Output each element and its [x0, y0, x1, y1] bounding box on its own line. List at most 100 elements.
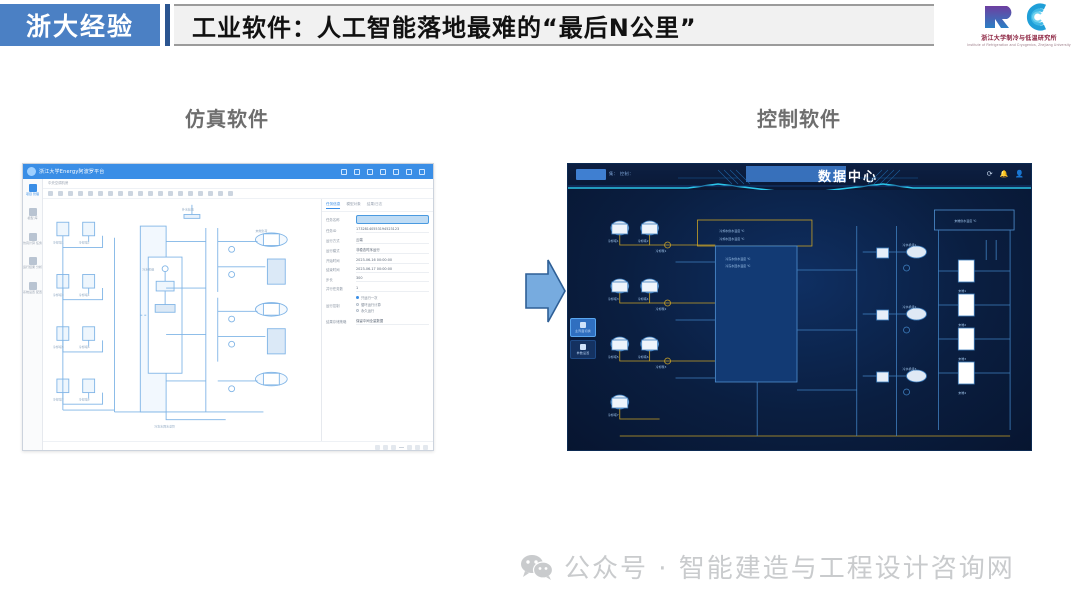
task-id-value: 17328140553194523123	[356, 227, 429, 234]
align-right-icon[interactable]	[148, 191, 153, 196]
line-tool-icon[interactable]	[58, 191, 63, 196]
select-tool-icon[interactable]	[48, 191, 53, 196]
svg-text:冷冻水供水温度 ℃: 冷冻水供水温度 ℃	[725, 256, 751, 261]
parallel-count-input[interactable]: 1	[356, 286, 429, 292]
footer-text: 公众号 · 智能建造与工程设计咨询网	[564, 554, 1015, 584]
grid-toggle-icon[interactable]	[208, 191, 213, 196]
sidebar-item-project[interactable]: 项目 管理	[23, 184, 42, 196]
svg-text:冷冻水回水温度 ℃: 冷冻水回水温度 ℃	[725, 263, 751, 268]
run-mode-value[interactable]: 云端	[356, 237, 429, 244]
start-time-input[interactable]: 2023-06-16 00:00:00	[356, 258, 429, 264]
zoom-level[interactable]	[407, 444, 412, 450]
lock-icon[interactable]	[178, 191, 183, 196]
header-badge-label: 浙大经验	[25, 12, 134, 41]
user-icon[interactable]: 👤	[1015, 170, 1024, 178]
radio-label: 只运行一次	[361, 296, 378, 301]
radio-run-once[interactable]: 只运行一次	[356, 295, 429, 300]
shape-tool-icon[interactable]	[78, 191, 83, 196]
svg-text:冷却塔2: 冷却塔2	[79, 240, 90, 245]
storage-policy-select[interactable]: 保留中间全量数据	[356, 318, 429, 326]
ctl-sidebar-main-view[interactable]: 主界面切换	[570, 318, 596, 337]
home-icon[interactable]	[341, 168, 347, 175]
zoom-in-icon[interactable]	[423, 444, 428, 450]
sim-titlebar-icons[interactable]	[341, 168, 429, 175]
sidebar-item-analysis[interactable]: 运行结果 分析	[23, 257, 42, 269]
form-row: 运行方式 云端	[326, 237, 429, 244]
align-center-icon[interactable]	[138, 191, 143, 196]
tab-result-log[interactable]: 结果/日志	[366, 202, 383, 206]
settings-icon[interactable]	[406, 168, 412, 175]
ctl-header-decoration	[568, 169, 1031, 190]
delete-tool-icon[interactable]	[98, 191, 103, 196]
ctl-header-icons[interactable]: ⟳ 🔔 👤	[987, 170, 1024, 178]
refresh-icon[interactable]: ⟳	[986, 170, 993, 178]
pen-tool-icon[interactable]	[68, 191, 73, 196]
align-left-icon[interactable]	[128, 191, 133, 196]
ctl-page-title: 数据中心	[818, 170, 879, 185]
irc-logo-mark	[964, 2, 1074, 32]
sidebar-item-config[interactable]: 系统设置 配置	[23, 281, 42, 294]
field-label: 任务ID	[326, 228, 337, 233]
copy-tool-icon[interactable]	[88, 191, 93, 196]
group-icon[interactable]	[158, 191, 163, 196]
svg-text:冷却塔7: 冷却塔7	[608, 412, 619, 417]
redo-icon[interactable]	[118, 191, 123, 196]
tab-task-info[interactable]: 任务信息	[326, 202, 341, 209]
run-type-select[interactable]: 非稳态时序运行	[356, 247, 429, 255]
radio-run-forever[interactable]: 永久运行	[356, 308, 429, 313]
fullscreen-icon[interactable]	[367, 168, 373, 175]
project-icon	[28, 184, 37, 192]
form-row: 运行模式 非稳态时序运行	[326, 247, 429, 255]
user-icon[interactable]	[419, 168, 425, 175]
center-icon[interactable]	[383, 444, 388, 450]
grid-icon[interactable]	[375, 444, 380, 450]
form-row: 结束时间 2023-06-17 00:00:00	[326, 267, 429, 273]
zoom-out-icon[interactable]	[399, 446, 404, 448]
sim-status-bar[interactable]	[43, 441, 433, 450]
slide-header: 浙大经验 工业软件：人工智能落地最难的“最后N公里”	[0, 0, 1080, 50]
sidebar-item-simulate[interactable]: 仿真计算 任务	[23, 232, 42, 245]
sim-task-form: 任务名称 任务ID 17328140553194523123 运行方式 云端	[322, 212, 433, 332]
svg-text:冷水机组3: 冷水机组3	[903, 366, 917, 371]
svg-text:冷却塔7: 冷却塔7	[53, 396, 64, 401]
layout-icon[interactable]	[391, 444, 396, 450]
undo-icon[interactable]	[108, 191, 113, 196]
task-name-input[interactable]	[356, 215, 429, 224]
step-input[interactable]: 300	[356, 276, 429, 283]
filter-icon[interactable]	[380, 168, 386, 175]
refresh-icon[interactable]	[354, 168, 360, 175]
export-icon[interactable]	[188, 191, 193, 196]
form-row: 步长 300	[326, 276, 429, 283]
sidebar-item-model[interactable]: 模型 库	[23, 208, 42, 220]
field-label: 运行方式	[326, 238, 340, 243]
end-time-input[interactable]: 2023-06-17 00:00:00	[356, 267, 429, 273]
svg-text:冷却塔8: 冷却塔8	[79, 396, 90, 401]
import-icon[interactable]	[198, 191, 203, 196]
run-icon[interactable]	[228, 191, 233, 196]
bell-icon[interactable]: 🔔	[999, 170, 1009, 178]
model-icon	[28, 208, 37, 217]
ctl-sidebar[interactable]: 主界面切换 参数设置	[570, 318, 596, 362]
snap-icon[interactable]	[218, 191, 223, 196]
sidebar-item-label: 模型 库	[27, 216, 38, 221]
ctl-sidebar-settings[interactable]: 参数设置	[570, 340, 596, 359]
sim-toolbar[interactable]	[43, 188, 433, 199]
sim-panel-tabs[interactable]: 任务信息 模型对象 结果/日志	[322, 199, 433, 212]
field-label: 并行任务数	[326, 287, 343, 292]
ungroup-icon[interactable]	[168, 191, 173, 196]
fit-icon[interactable]	[415, 444, 420, 450]
radio-dot-icon	[356, 302, 359, 306]
form-row: 任务名称	[326, 215, 429, 224]
sim-title-bar: 浙江大学Energy阿波罗平台	[23, 164, 433, 179]
irc-logo: 浙江大学制冷与低温研究所 Institute of Refrigeration …	[964, 2, 1074, 50]
svg-text:冷水机组1: 冷水机组1	[903, 242, 917, 247]
sidebar-item-label: 项目 管理	[26, 192, 39, 196]
svg-text:补水装置: 补水装置	[182, 207, 194, 212]
sync-icon[interactable]	[393, 168, 399, 175]
radio-run-loop[interactable]: 循环运行计算	[356, 302, 429, 307]
sim-body: 项目 管理 模型 库 仿真计算 任务 运行结果 分析 系统设置 配置	[23, 179, 433, 450]
tab-model-object[interactable]: 模型对象	[346, 202, 361, 206]
